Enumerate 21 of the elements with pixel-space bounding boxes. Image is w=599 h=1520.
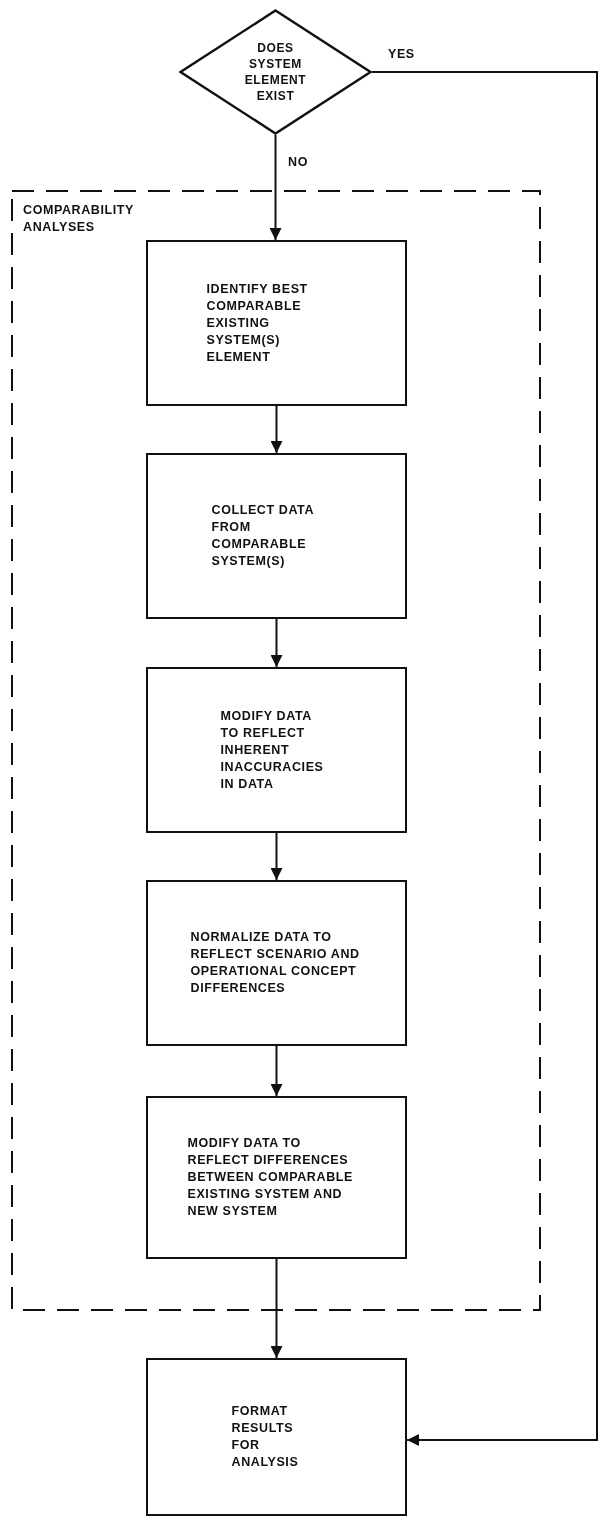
process-text: NORMALIZE DATA TO REFLECT SCENARIO AND OPERATIONAL CONCEPT DIFFERENCES xyxy=(190,929,361,997)
arrow xyxy=(270,1258,283,1359)
arrow xyxy=(270,1045,283,1097)
process-text: MODIFY DATA TO REFLECT INHERENT INACCURACIES IN DATA xyxy=(220,707,325,793)
process-text: COLLECT DATA FROM COMPARABLE SYSTEM(S) xyxy=(211,502,315,570)
arrow xyxy=(270,405,283,454)
process-text: IDENTIFY BEST COMPARABLE EXISTING SYSTEM(S) ELEMENT xyxy=(206,280,309,366)
arrow xyxy=(371,71,598,1446)
process-text: MODIFY DATA TO REFLECT DIFFERENCES BETWEEN COMPARABLE EXISTING SYSTEM AND NEW SYSTEM xyxy=(187,1135,354,1220)
process-box xyxy=(146,1358,407,1516)
arrow xyxy=(270,832,283,881)
group-title: COMPARABILITY ANALYSES xyxy=(23,202,135,236)
process-text: FORMAT RESULTS FOR ANALYSIS xyxy=(231,1403,300,1471)
arrow xyxy=(269,134,282,241)
process-box xyxy=(146,1096,407,1259)
decision-text: DOES SYSTEM ELEMENT EXIST xyxy=(243,40,308,104)
arrow xyxy=(270,618,283,668)
process-box xyxy=(146,667,407,833)
process-box xyxy=(146,453,407,619)
process-box xyxy=(146,240,407,406)
process-box xyxy=(146,880,407,1046)
